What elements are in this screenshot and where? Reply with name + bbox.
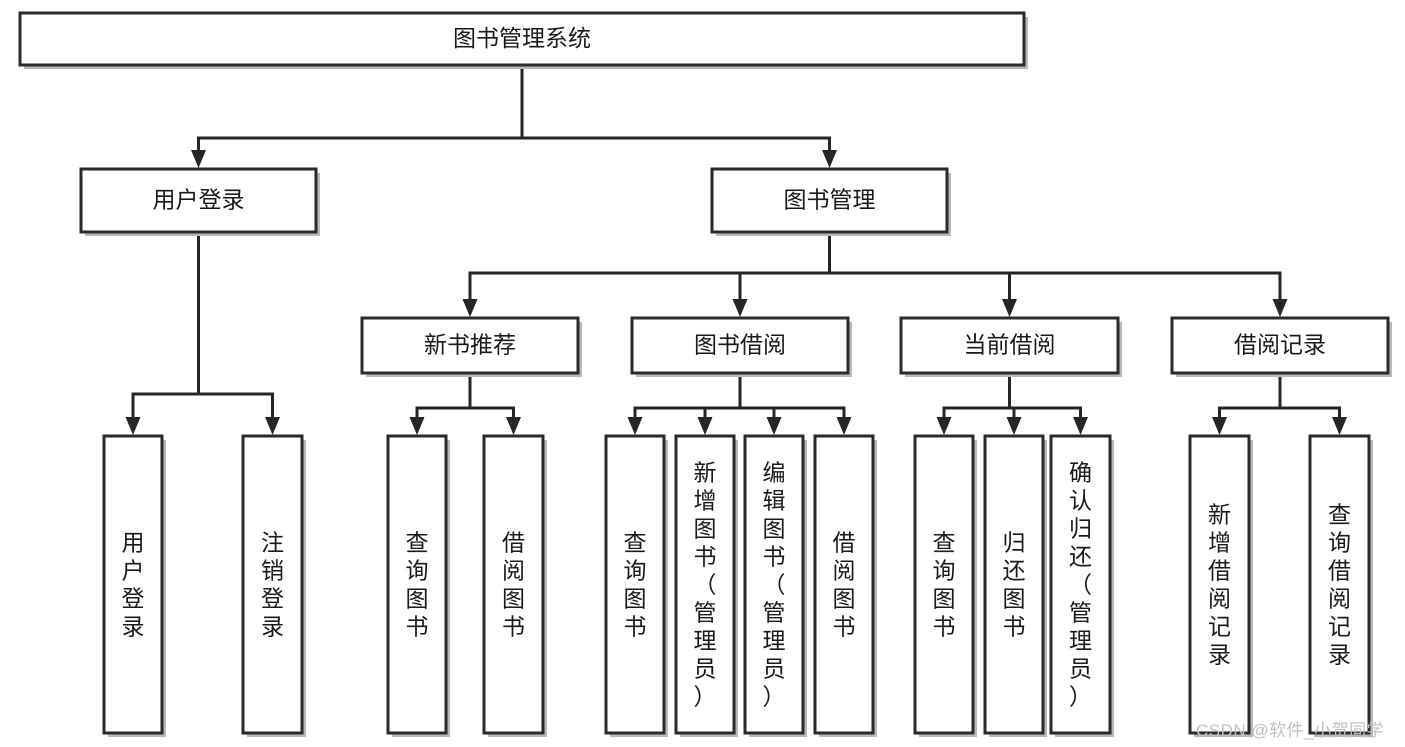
node-layer: 图书管理系统用户登录图书管理新书推荐图书借阅当前借阅借阅记录用户登录注销登录查询… [18, 11, 1392, 737]
node-label-l-confirm: 确认归还（管理员） [1069, 460, 1092, 710]
node-box-l-logout[interactable] [241, 434, 304, 735]
arrow-head-bookmgmt [822, 150, 837, 168]
node-l-bbook2[interactable]: 借阅图书 [813, 434, 877, 737]
node-label-bookmgmt: 图书管理 [784, 187, 876, 213]
arrow-head-l-addbook [697, 417, 713, 435]
node-label-borrow: 图书借阅 [694, 332, 786, 358]
node-l-return[interactable]: 归还图书 [983, 434, 1047, 737]
node-box-login[interactable] [79, 167, 318, 234]
node-box-l-qbook2[interactable] [604, 434, 666, 735]
node-box-l-qrec[interactable] [1308, 434, 1371, 735]
node-current[interactable]: 当前借阅 [899, 316, 1122, 377]
node-box-newbook[interactable] [360, 316, 580, 375]
node-label-current: 当前借阅 [964, 332, 1056, 358]
node-newbook[interactable]: 新书推荐 [360, 316, 582, 377]
node-label-l-qrec: 查询借阅记录 [1328, 502, 1351, 668]
arrow-head-borrow [732, 299, 748, 317]
node-box-l-bbook1[interactable] [482, 434, 545, 735]
node-box-l-editbook[interactable] [743, 434, 805, 735]
node-label-l-addrec: 新增借阅记录 [1208, 502, 1231, 668]
edge-group-records [1212, 371, 1347, 435]
arrow-head-l-logout [265, 417, 280, 435]
node-box-records[interactable] [1170, 316, 1390, 375]
node-label-login: 用户登录 [153, 187, 245, 213]
node-box-l-qbook3[interactable] [913, 434, 975, 735]
node-label-l-qbook2: 查询图书 [624, 530, 647, 640]
edge-layer [125, 63, 1347, 435]
node-label-records: 借阅记录 [1234, 332, 1326, 358]
edge-group-login [125, 230, 280, 435]
node-l-bbook1[interactable]: 借阅图书 [482, 434, 547, 737]
node-l-qrec[interactable]: 查询借阅记录 [1308, 434, 1373, 737]
node-l-confirm[interactable]: 确认归还（管理员） [1049, 434, 1114, 737]
edge-group-root [191, 63, 837, 168]
node-l-login[interactable]: 用户登录 [102, 434, 166, 737]
arrow-head-l-qrec [1332, 417, 1347, 435]
node-label-l-bbook2: 借阅图书 [833, 530, 856, 640]
node-box-l-bbook2[interactable] [813, 434, 875, 735]
node-box-l-return[interactable] [983, 434, 1045, 735]
node-box-root[interactable] [18, 11, 1026, 67]
arrow-head-records [1272, 299, 1288, 317]
node-label-l-qbook3: 查询图书 [933, 530, 956, 640]
node-l-logout[interactable]: 注销登录 [241, 434, 306, 737]
node-l-qbook3[interactable]: 查询图书 [913, 434, 977, 737]
node-l-addrec[interactable]: 新增借阅记录 [1188, 434, 1253, 737]
node-borrow[interactable]: 图书借阅 [630, 316, 852, 377]
arrow-head-l-bbook2 [836, 417, 852, 435]
arrow-head-l-qbook3 [936, 417, 952, 435]
node-box-current[interactable] [899, 316, 1120, 375]
node-label-l-editbook: 编辑图书（管理员） [763, 460, 786, 710]
node-label-l-bbook1: 借阅图书 [502, 530, 525, 640]
node-l-editbook[interactable]: 编辑图书（管理员） [743, 434, 807, 737]
node-label-newbook: 新书推荐 [424, 332, 516, 358]
node-label-root: 图书管理系统 [453, 25, 591, 51]
node-records[interactable]: 借阅记录 [1170, 316, 1392, 377]
node-login[interactable]: 用户登录 [79, 167, 320, 236]
node-box-bookmgmt[interactable] [710, 167, 949, 234]
arrow-head-login [191, 150, 206, 168]
node-label-l-addbook: 新增图书（管理员） [694, 460, 717, 710]
arrow-head-l-return [1006, 417, 1022, 435]
node-box-borrow[interactable] [630, 316, 850, 375]
node-l-qbook1[interactable]: 查询图书 [386, 434, 450, 737]
node-l-qbook2[interactable]: 查询图书 [604, 434, 668, 737]
arrow-head-current [1002, 299, 1017, 317]
node-box-l-addbook[interactable] [674, 434, 736, 735]
edge-group-current [936, 371, 1088, 435]
node-label-l-logout: 注销登录 [261, 530, 284, 640]
node-box-l-confirm[interactable] [1049, 434, 1112, 735]
arrow-head-l-addrec [1212, 417, 1227, 435]
arrow-head-l-qbook2 [627, 417, 643, 435]
arrow-head-l-bbook1 [506, 417, 521, 435]
edge-group-borrow [627, 371, 852, 435]
node-bookmgmt[interactable]: 图书管理 [710, 167, 951, 236]
node-root[interactable]: 图书管理系统 [18, 11, 1028, 69]
node-label-l-login: 用户登录 [122, 530, 145, 640]
node-box-l-addrec[interactable] [1188, 434, 1251, 735]
node-label-l-return: 归还图书 [1003, 530, 1026, 640]
arrow-head-l-login [125, 417, 141, 435]
csdn-watermark: CSDN @软件_小贺同学 [1196, 721, 1385, 740]
node-box-l-login[interactable] [102, 434, 164, 735]
node-label-l-qbook1: 查询图书 [406, 530, 429, 640]
edge-group-bookmgmt [462, 230, 1288, 317]
arrow-head-l-qbook1 [409, 417, 425, 435]
node-l-addbook[interactable]: 新增图书（管理员） [674, 434, 738, 737]
arrow-head-l-editbook [766, 417, 782, 435]
node-box-l-qbook1[interactable] [386, 434, 448, 735]
arrow-head-newbook [462, 299, 478, 317]
edge-group-newbook [409, 371, 521, 435]
arrow-head-l-confirm [1073, 417, 1088, 435]
